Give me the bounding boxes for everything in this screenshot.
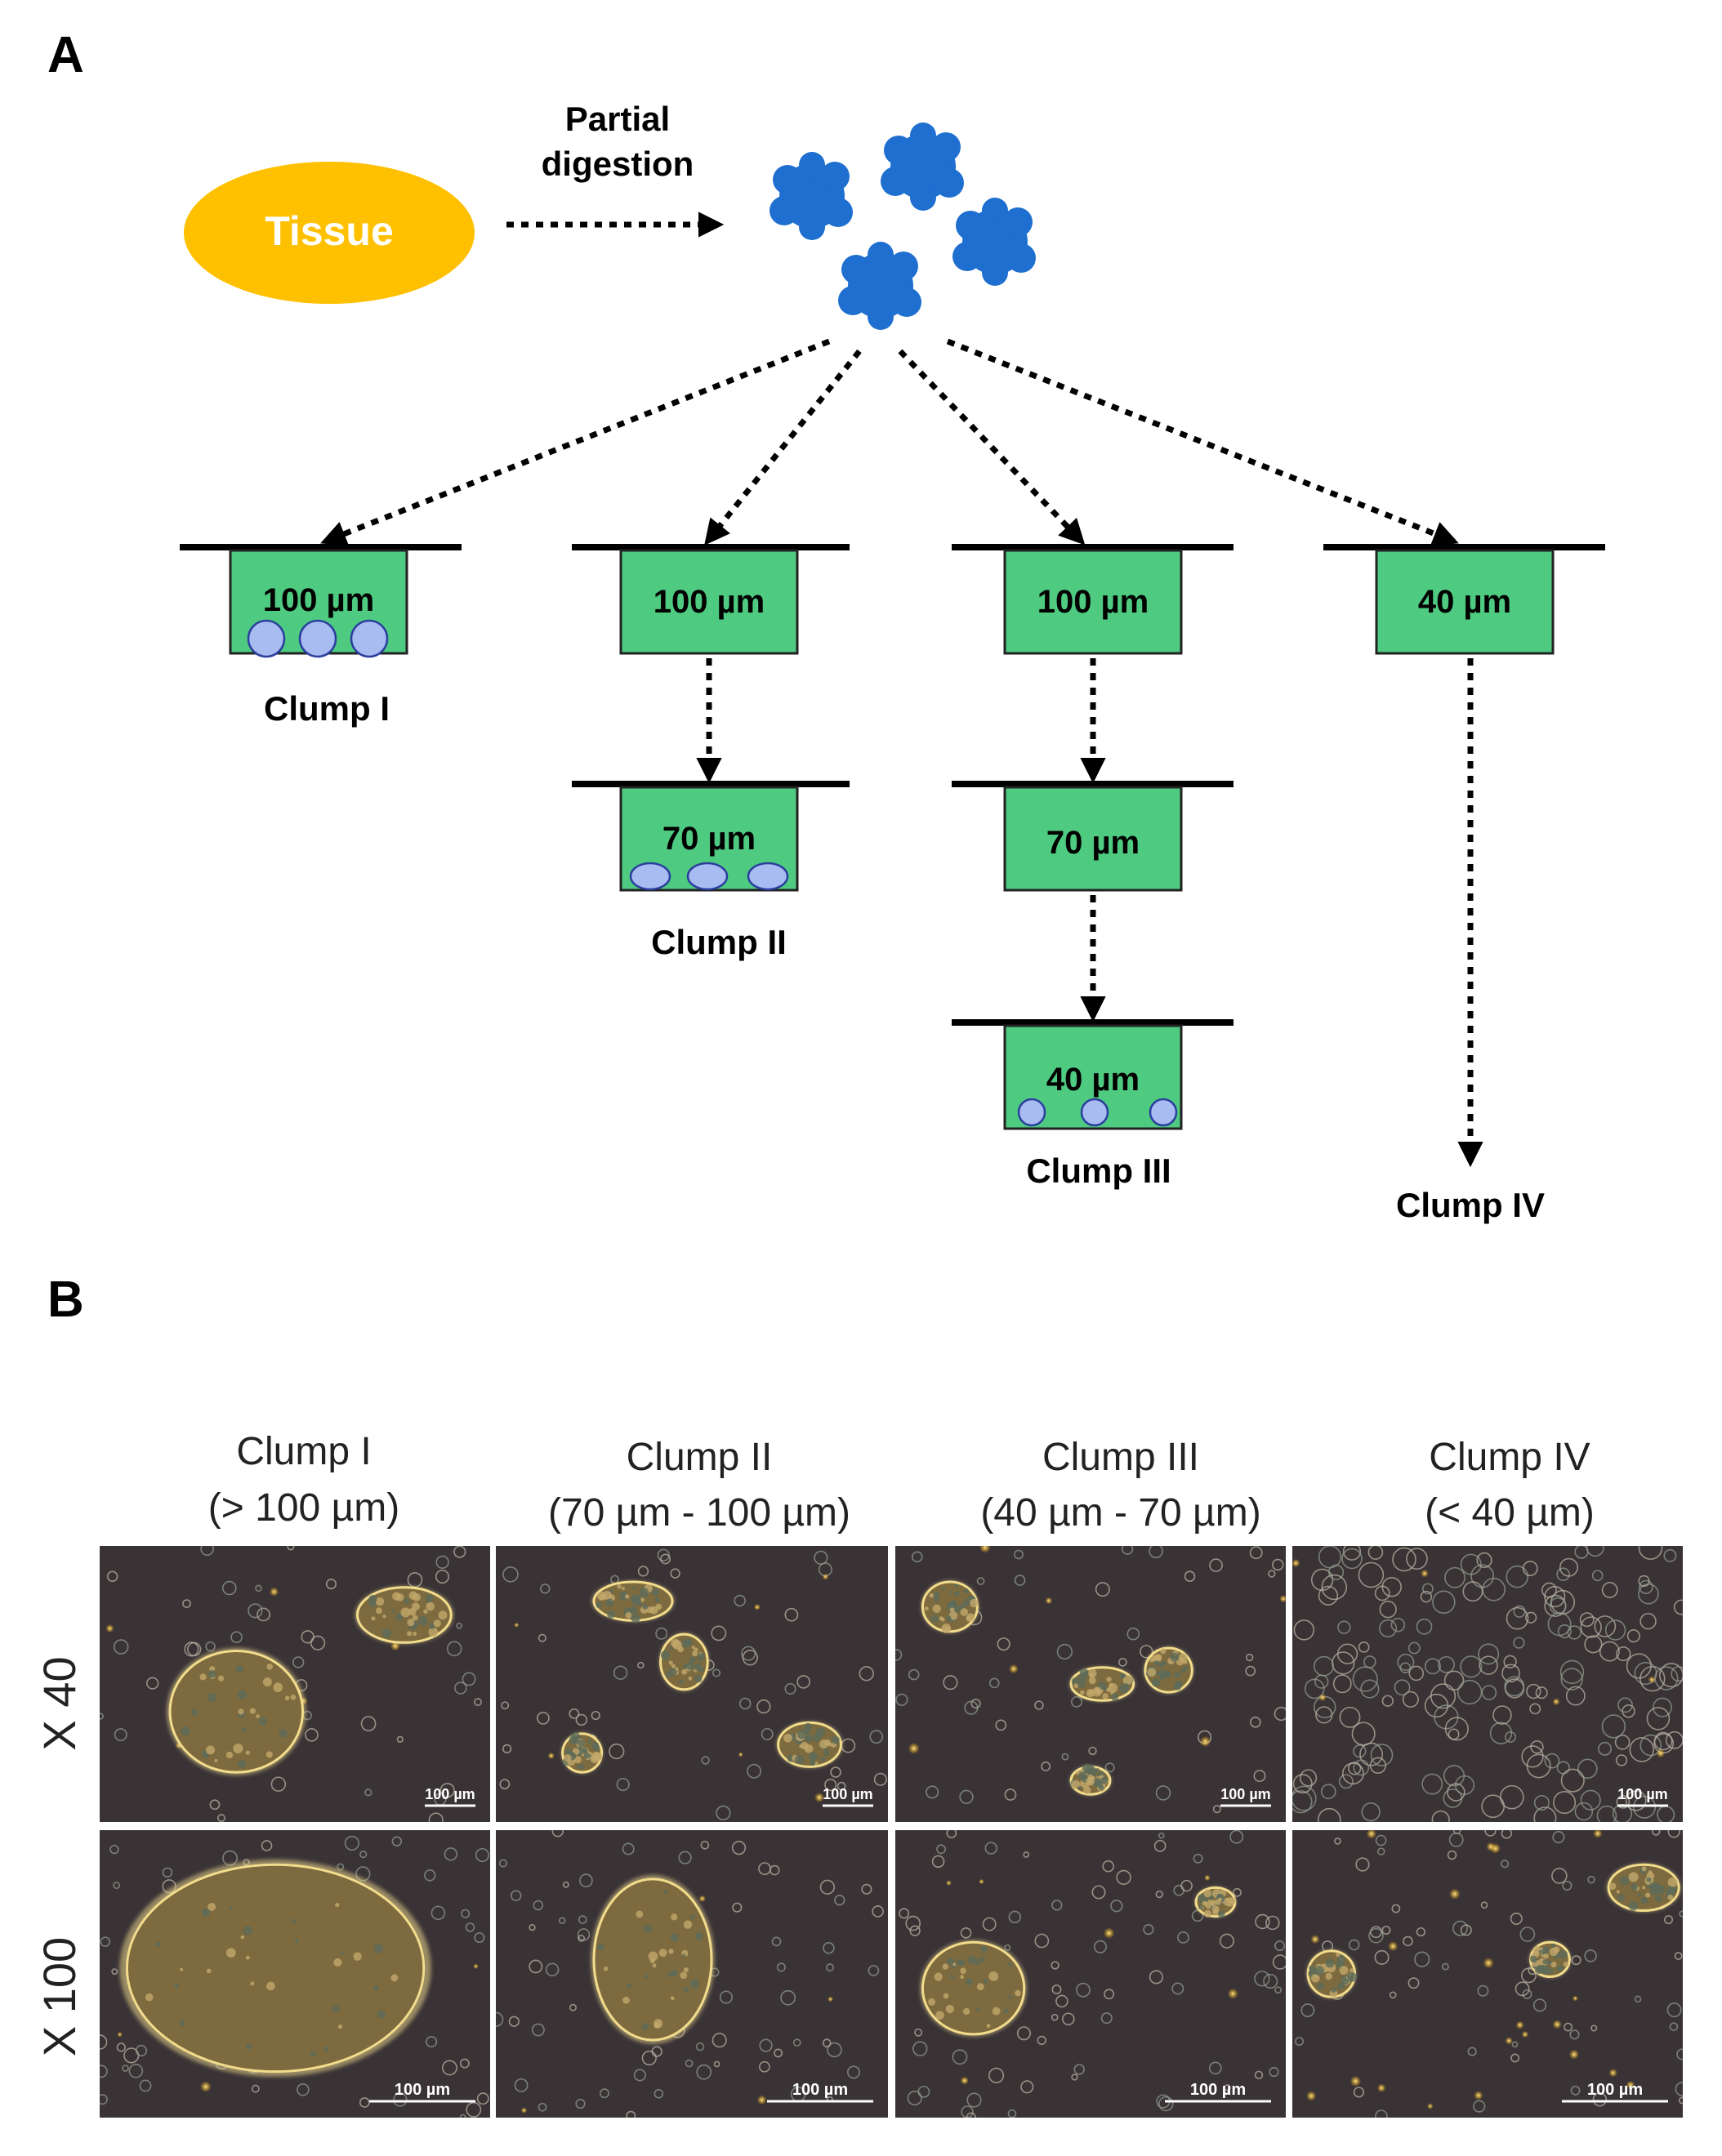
micrograph-1-1: 100 µm bbox=[100, 1546, 490, 1822]
column-headers: Clump I (> 100 µm) Clump II (70 µm - 100… bbox=[208, 1430, 1595, 1535]
micrograph-2-2: 100 µm bbox=[496, 1830, 888, 2118]
scale-bar-label: 100 µm bbox=[395, 2081, 450, 2099]
filter-col3-1: 100 µm bbox=[952, 544, 1234, 655]
panel-a-label: A bbox=[47, 27, 84, 83]
tissue-ellipse bbox=[184, 162, 475, 304]
filter-label: 100 µm bbox=[1037, 584, 1149, 620]
row-label-x100: X 100 bbox=[33, 1937, 85, 2056]
micrograph-3-2: 100 µm bbox=[895, 1830, 1286, 2118]
filter-label: 70 µm bbox=[1046, 825, 1140, 861]
col-header-range: (> 100 µm) bbox=[208, 1486, 399, 1530]
filter-label: 100 µm bbox=[654, 584, 765, 620]
filter-label: 40 µm bbox=[1418, 584, 1511, 620]
filter-col2-1: 100 µm bbox=[572, 544, 850, 655]
clump-ii-label: Clump II bbox=[651, 923, 787, 961]
branch-arrows bbox=[320, 338, 1459, 546]
tissue-label: Tissue bbox=[265, 208, 394, 254]
filter-label: 70 µm bbox=[662, 821, 756, 857]
clump-iv-label: Clump IV bbox=[1396, 1186, 1545, 1224]
col-header-range: (70 µm - 100 µm) bbox=[548, 1491, 850, 1535]
col-header-title: Clump I bbox=[236, 1430, 371, 1473]
blue-clump-3 bbox=[952, 198, 1036, 286]
filter-col1-1: 100 µm bbox=[180, 544, 462, 658]
scale-bar-label: 100 µm bbox=[1220, 1786, 1270, 1802]
branch-arrow-4 bbox=[946, 338, 1459, 546]
col-header-range: (40 µm - 70 µm) bbox=[980, 1491, 1260, 1535]
micrograph-4-1: 100 µm bbox=[1292, 1546, 1683, 1822]
scale-bar-label: 100 µm bbox=[1190, 2081, 1246, 2099]
micrograph-grid: 100 µm 100 µm 100 µm 100 µm 100 µm 100 µm 100 … bbox=[100, 1546, 1683, 2118]
scale-bar-label: 100 µm bbox=[792, 2081, 848, 2099]
micrograph-3-1: 100 µm bbox=[895, 1546, 1286, 1822]
filter-col4-1: 40 µm bbox=[1323, 544, 1605, 655]
blue-clump-2 bbox=[881, 122, 964, 211]
scale-bar-label: 100 µm bbox=[425, 1786, 475, 1802]
micrograph-1-2: 100 µm bbox=[100, 1830, 490, 2118]
branch-arrow-3 bbox=[898, 349, 1086, 546]
digestion-label-line2: digestion bbox=[542, 145, 694, 183]
retained-cells bbox=[1017, 1098, 1178, 1127]
filter-label: 40 µm bbox=[1046, 1062, 1140, 1098]
filter-col3-3: 40 µm bbox=[952, 1019, 1234, 1130]
blue-clump-4 bbox=[838, 242, 921, 330]
panel-b-label: B bbox=[47, 1272, 84, 1328]
branch-arrow-1 bbox=[320, 338, 831, 546]
filter-label: 100 µm bbox=[263, 582, 374, 618]
col-header-title: Clump IV bbox=[1429, 1436, 1590, 1479]
micrograph-2-1: 100 µm bbox=[496, 1546, 888, 1822]
col-header-range: (< 40 µm) bbox=[1425, 1491, 1595, 1535]
scale-bar-label: 100 µm bbox=[1587, 2081, 1643, 2099]
filter-col3-2: 70 µm bbox=[952, 781, 1234, 892]
blue-clump-1 bbox=[770, 152, 853, 240]
col-header-title: Clump III bbox=[1042, 1436, 1199, 1479]
clump-i-label: Clump I bbox=[264, 689, 390, 728]
clump-iii-label: Clump III bbox=[1026, 1152, 1171, 1190]
tissue-node: Tissue bbox=[184, 162, 475, 304]
retained-cells bbox=[247, 619, 389, 658]
row-label-x40: X 40 bbox=[33, 1656, 85, 1750]
filter-col2-2: 70 µm bbox=[572, 781, 850, 892]
col-header-title: Clump II bbox=[627, 1436, 773, 1479]
scale-bar-label: 100 µm bbox=[1617, 1786, 1667, 1802]
retained-cells bbox=[629, 862, 789, 891]
digestion-label-line1: Partial bbox=[565, 100, 670, 138]
branch-arrow-2 bbox=[704, 349, 862, 546]
scale-bar-label: 100 µm bbox=[823, 1786, 872, 1802]
micrograph-4-2: 100 µm bbox=[1292, 1830, 1683, 2118]
digested-clumps bbox=[770, 122, 1036, 330]
